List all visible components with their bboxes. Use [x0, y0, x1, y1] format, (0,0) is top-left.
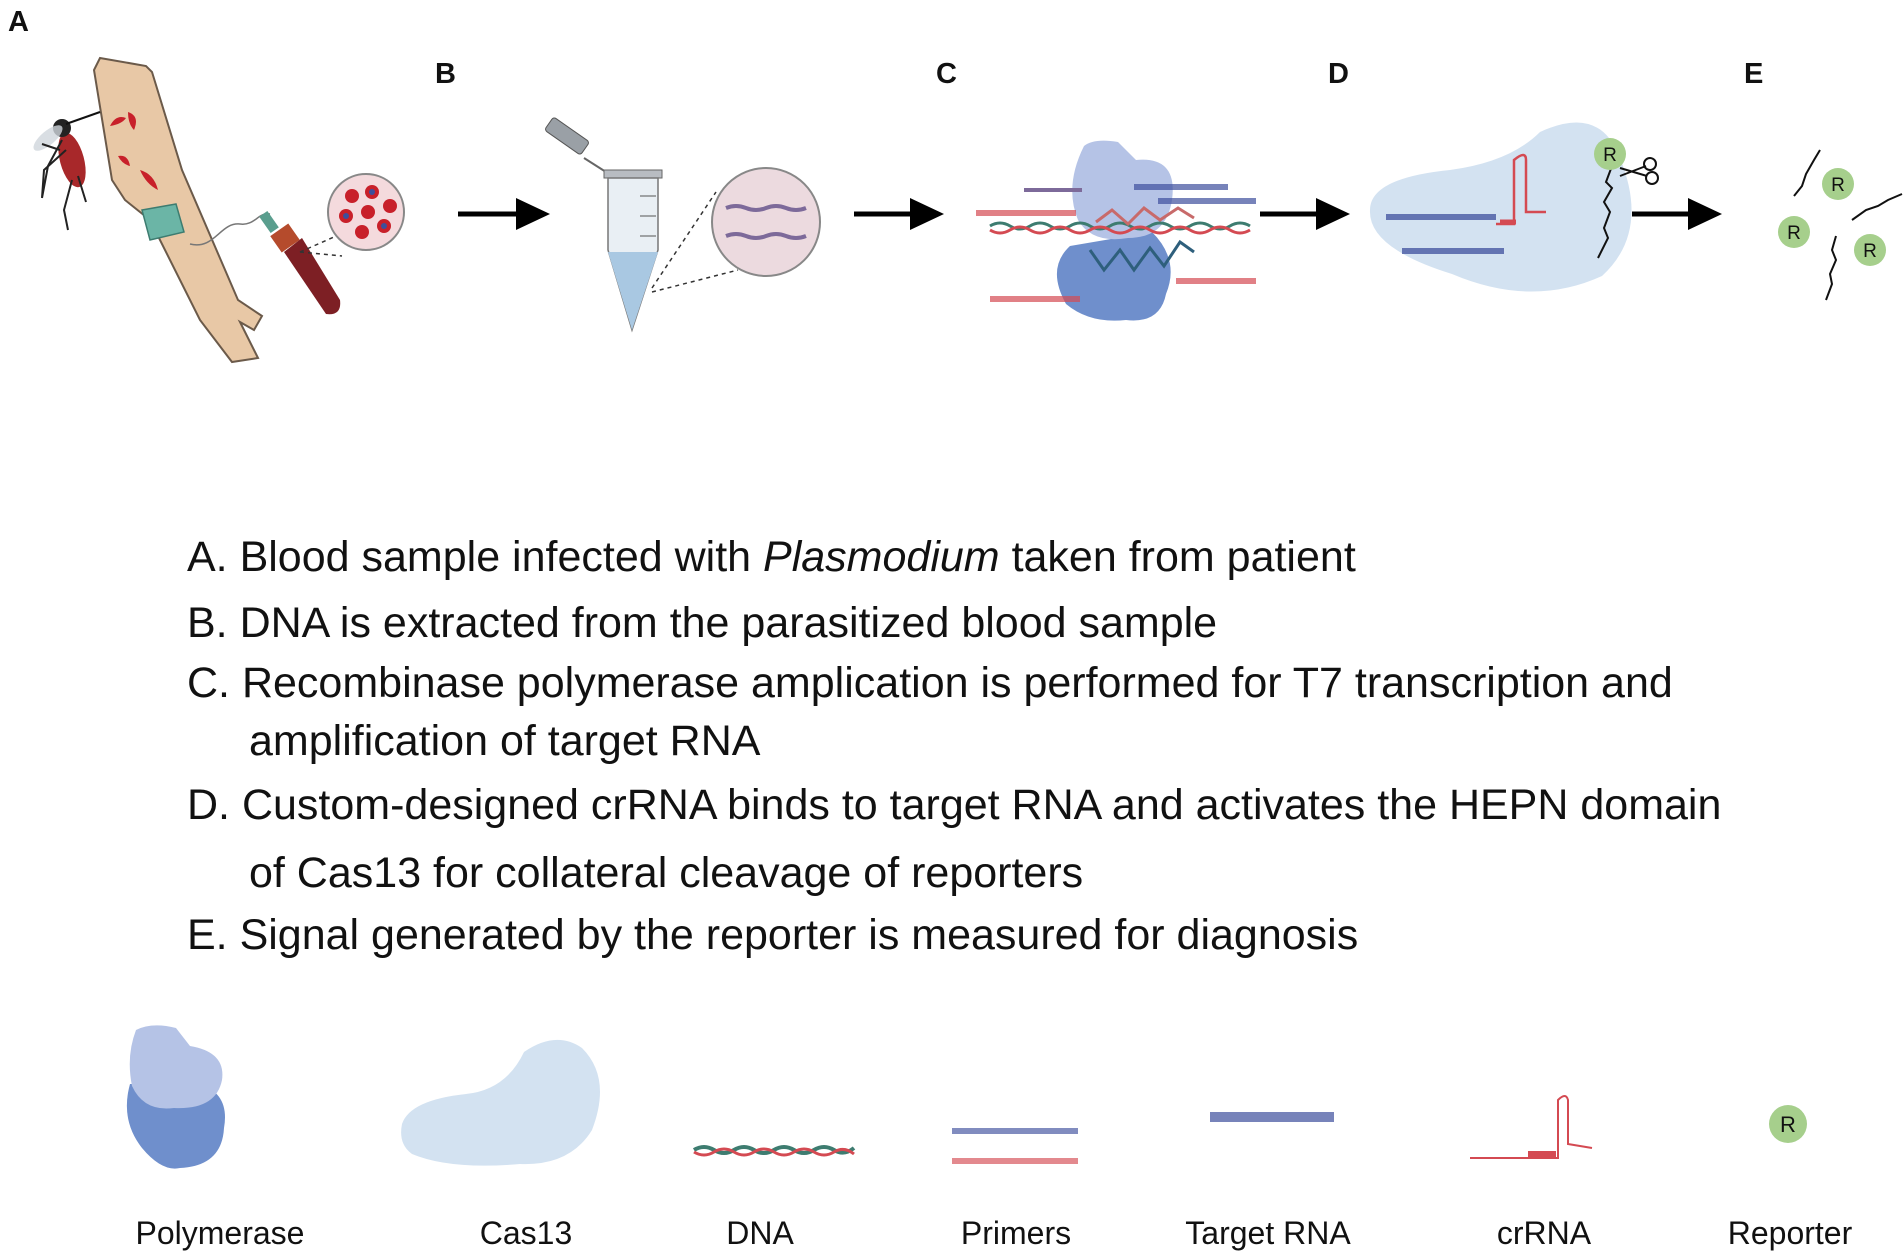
microcentrifuge-tube-icon [545, 117, 663, 333]
mosquito-icon [33, 111, 101, 231]
arm-icon [92, 56, 264, 364]
legend-label-reporter: Reporter [1727, 1215, 1853, 1251]
step-d-line1: D. Custom-designed crRNA binds to target… [187, 781, 1722, 829]
reporter-letter-d: R [1603, 145, 1617, 166]
reporter-letter-e2: R [1787, 223, 1801, 244]
panel-letter-a: A [8, 6, 29, 38]
arrow-d-to-e [1632, 198, 1722, 230]
legend-label-dna: DNA [726, 1215, 794, 1251]
blood-tube-icon [259, 210, 341, 315]
step-e-text: E. Signal generated by the reporter is m… [187, 911, 1359, 959]
legend-polymerase-icon [126, 1025, 225, 1169]
legend-label-cas13: Cas13 [479, 1215, 573, 1251]
scissors-icon [1619, 157, 1659, 185]
step-b: B. DNA is extracted from the parasitized… [187, 598, 1217, 650]
legend-dna-icon [692, 1145, 856, 1157]
panel-letter-b: B [435, 58, 456, 90]
reporter-letter-e3: R [1863, 241, 1877, 262]
legend-label-target-rna: Target RNA [1185, 1215, 1351, 1251]
magnifier-icon [299, 173, 405, 257]
step-a-prefix: A. Blood sample infected with [187, 533, 764, 581]
legend-label-primers: Primers [960, 1215, 1072, 1251]
step-a-suffix: taken from patient [999, 533, 1356, 581]
arrow-a-to-b [458, 198, 550, 230]
legend-reporter-icon: R [1769, 1105, 1807, 1143]
step-e: E. Signal generated by the reporter is m… [187, 910, 1358, 962]
step-c-line2: amplification of target RNA [249, 716, 761, 765]
arrow-b-to-c [854, 198, 944, 230]
step-a-italic: Plasmodium [763, 533, 1000, 581]
panel-letter-d: D [1328, 58, 1349, 90]
step-c: C. Recombinase polymerase amplication is… [187, 658, 1673, 767]
reporter-letter-e1: R [1831, 175, 1845, 196]
cleaved-reporters: R R R [1778, 149, 1903, 301]
legend-primers-icon [952, 1128, 1078, 1164]
arrow-c-to-d [1260, 198, 1350, 230]
step-d: D. Custom-designed crRNA binds to target… [187, 780, 1721, 899]
legend-label-polymerase: Polymerase [135, 1215, 305, 1251]
panel-letter-c: C [936, 58, 957, 90]
step-a: A. Blood sample infected with Plasmodium… [187, 532, 1356, 584]
legend-crrna-icon [1470, 1095, 1593, 1159]
rpa-amplification [976, 140, 1256, 321]
reporter-letter-legend: R [1780, 1112, 1796, 1137]
step-d-line2: of Cas13 for collateral cleavage of repo… [249, 848, 1084, 897]
legend-label-crrna: crRNA [1496, 1215, 1592, 1251]
reporter-with-scissors: R [1594, 138, 1659, 259]
cas13-complex [1369, 122, 1632, 292]
step-c-line1: C. Recombinase polymerase amplication is… [187, 659, 1673, 707]
step-b-text: B. DNA is extracted from the parasitized… [187, 599, 1218, 647]
panel-letter-e: E [1744, 58, 1764, 90]
dna-magnifier-icon [651, 167, 821, 293]
legend-target-rna-icon [1210, 1112, 1334, 1122]
legend-cas13-icon [401, 1039, 600, 1166]
